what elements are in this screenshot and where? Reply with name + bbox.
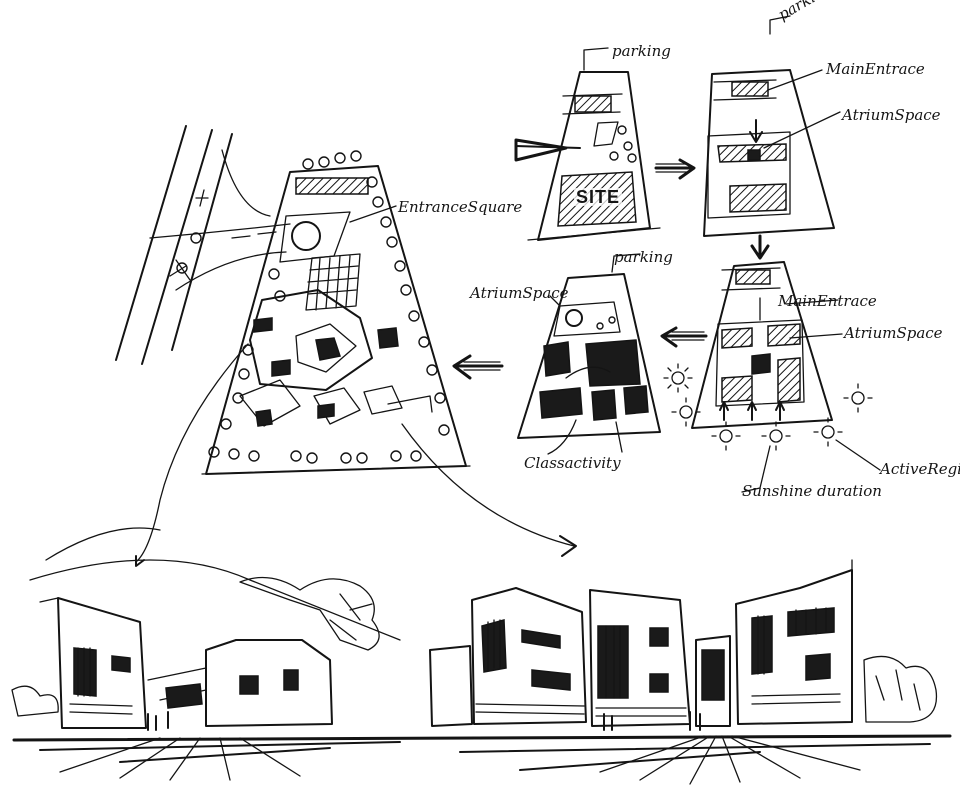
connector-right xyxy=(401,423,575,547)
flow-arrow-down xyxy=(750,234,770,260)
perspective-sketch xyxy=(11,527,952,785)
flow-arrow-to-plan xyxy=(452,354,504,380)
label-atrium-space-left: AtriumSpace xyxy=(470,284,569,302)
flow-arrow-left xyxy=(660,326,708,348)
label-sunshine-duration: Sunshine duration xyxy=(742,482,882,500)
site-diagram-1 xyxy=(514,47,661,241)
parking-block-2 xyxy=(731,81,769,97)
label-atrium-space-top: AtriumSpace xyxy=(842,106,941,124)
sun-icons xyxy=(663,363,873,451)
site-diagram-4 xyxy=(517,253,661,455)
flow-arrow-1 xyxy=(654,158,696,180)
entrance-square-circle xyxy=(291,221,321,251)
plan-trees xyxy=(176,150,450,464)
label-parking-right: parking xyxy=(614,248,673,266)
main-entrance-arrow-1 xyxy=(749,119,763,143)
entry-arrow-1 xyxy=(514,138,568,162)
label-site: SITE xyxy=(574,187,623,207)
label-parking-mid: parking xyxy=(612,42,671,60)
site-diagram-3 xyxy=(663,261,881,493)
site-diagram-2 xyxy=(703,15,841,237)
label-class-activity: Classactivity xyxy=(524,454,621,472)
label-main-entrance-mid: MainEntrace xyxy=(778,292,877,310)
label-active-region: ActiveRegin xyxy=(880,460,960,478)
parking-block-1 xyxy=(574,95,612,113)
label-main-entrance-top: MainEntrace xyxy=(826,60,925,78)
label-entrance-square: EntranceSquare xyxy=(398,198,523,216)
main-site-plan xyxy=(115,125,577,567)
connector-left xyxy=(135,343,249,563)
parking-block-3 xyxy=(735,269,771,285)
label-atrium-space-right: AtriumSpace xyxy=(844,324,943,342)
